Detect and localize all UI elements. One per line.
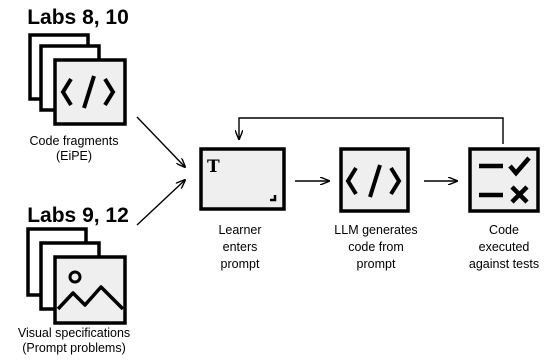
step-caption-line-2: enters xyxy=(223,240,258,254)
step-caption-line-2: executed xyxy=(479,240,530,254)
step-caption-line-1: Code xyxy=(489,223,519,237)
source-caption-line-1: Visual specifications xyxy=(18,326,130,340)
feedback-loop-arrow xyxy=(239,117,504,144)
step-caption-line-3: prompt xyxy=(221,257,260,271)
arrow-source2-to-learner xyxy=(136,180,185,226)
test-check-icon xyxy=(468,147,540,213)
image-stack-icon xyxy=(26,227,127,325)
svg-text:T: T xyxy=(207,157,220,177)
step-caption-line-2: code from xyxy=(348,240,404,254)
step-caption-line-1: LLM generates xyxy=(334,223,417,237)
step-caption-line-1: Learner xyxy=(218,223,261,237)
arrow-source1-to-learner xyxy=(136,116,185,167)
code-fragment-stack-icon xyxy=(28,33,127,126)
code-icon xyxy=(339,147,410,213)
step-caption-line-3: prompt xyxy=(357,257,396,271)
source-caption-line-2: (EiPE) xyxy=(56,149,92,163)
source-title-labs-9-12: Labs 9, 12 xyxy=(27,204,129,227)
text-input-icon: T xyxy=(199,147,286,211)
step-caption-line-3: against tests xyxy=(469,257,539,271)
source-caption-line-2: (Prompt problems) xyxy=(22,341,126,355)
source-title-labs-8-10: Labs 8, 10 xyxy=(27,6,129,29)
source-caption-line-1: Code fragments xyxy=(30,134,119,148)
